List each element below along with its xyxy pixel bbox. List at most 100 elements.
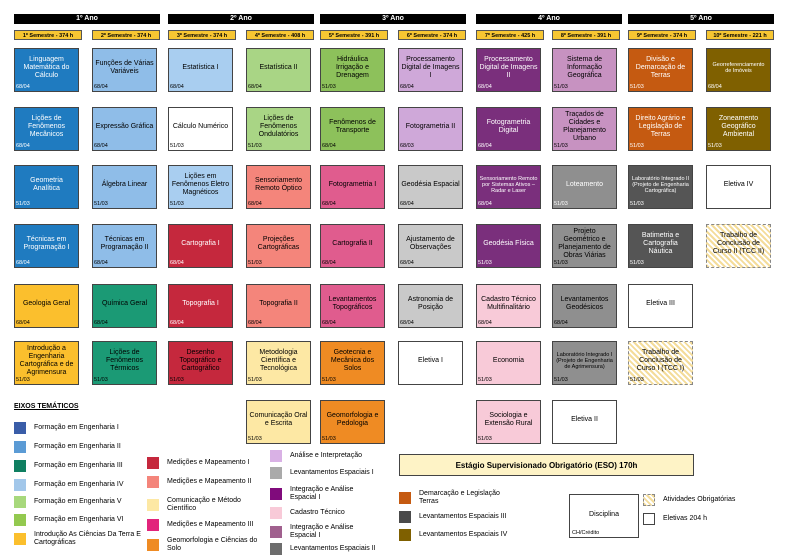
legend-swatch [14, 460, 26, 472]
legend-item-eng4: Formação em Engenharia IV [14, 479, 164, 491]
legend-label: Eletivas 204 h [663, 515, 707, 522]
course-name: Lições de Fenômenos Mecânicos [28, 114, 65, 138]
course-ch: 68/04 [94, 143, 108, 149]
course-name: Cartografia II [332, 239, 373, 247]
legend-item-lev4: Levantamentos Espaciais IV [399, 529, 529, 541]
course-name: Economia [492, 356, 525, 364]
legend-swatch [147, 476, 159, 488]
course-cell: Projeto Geométrico e Planejamento de Obr… [552, 224, 617, 268]
legend-label: Formação em Engenharia I [34, 424, 119, 431]
legend-item-med1: Medições e Mapeamento I [147, 457, 267, 469]
legend-label: Levantamentos Espaciais III [419, 513, 507, 520]
course-ch: 68/03 [400, 143, 414, 149]
legend-item-demarc: Demarcação e Legislação Terras [399, 490, 519, 506]
year-header-5: 5º Ano [628, 14, 774, 24]
course-ch: 51/03 [94, 377, 108, 383]
course-name: Topografia II [259, 299, 298, 307]
course-name: Técnicas em Programação I [23, 235, 70, 251]
course-ch: 51/03 [554, 377, 568, 383]
legend-label: Introdução As Ciências Da Terra E Cartog… [34, 531, 141, 546]
legend-swatch [147, 519, 159, 531]
legend-swatch [14, 479, 26, 491]
key-ch: CH/Crédito [572, 530, 600, 536]
legend-swatch [147, 499, 159, 511]
course-cell: Direito Agrário e Legislação de Terras 51… [628, 107, 693, 151]
semester-header-2: 2º Semestre - 374 h [92, 30, 160, 40]
semester-header-3: 3º Semestre - 374 h [168, 30, 236, 40]
legend-item-geomorf: Geomorfologia e Ciências do Solo [147, 537, 267, 553]
course-ch: 51/03 [630, 143, 644, 149]
course-ch: 51/03 [248, 143, 262, 149]
legend-item-med3: Medições e Mapeamento III [147, 519, 267, 531]
course-ch: 68/04 [322, 320, 336, 326]
legend-item-analise: Análise e Interpretação [270, 450, 395, 462]
course-name: Geotecnia e Mecânica dos Solos [330, 348, 375, 372]
course-name: Cartografia I [181, 239, 220, 247]
course-ch: 51/03 [554, 201, 568, 207]
legend-label: Demarcação e Legislação Terras [419, 490, 500, 505]
course-cell: Trabalho de Conclusão de Curso II (TCC I… [706, 224, 771, 268]
course-ch: 68/04 [478, 143, 492, 149]
course-name: Sociologia e Extensão Rural [484, 411, 533, 427]
course-cell: Lições de Fenômenos Mecânicos 68/04 [14, 107, 79, 151]
course-name: Processamento Digital de Imagens I [401, 55, 460, 79]
legend-label: Levantamentos Espaciais IV [419, 531, 508, 538]
key-disciplina: Disciplina [589, 511, 619, 518]
course-ch: 51/03 [16, 377, 30, 383]
course-name: Levantamentos Topográficos [328, 295, 377, 311]
legend-swatch [643, 513, 655, 525]
course-name: Direito Agrário e Legislação de Terras [635, 114, 686, 138]
legend-swatch [270, 543, 282, 555]
course-name: Levantamentos Geodésicos [560, 295, 609, 311]
course-ch: 68/04 [400, 260, 414, 266]
course-ch: 51/03 [248, 436, 262, 442]
course-ch: 68/04 [16, 143, 30, 149]
course-ch: 51/03 [170, 143, 184, 149]
course-cell: Levantamentos Topográficos 68/04 [320, 284, 385, 328]
course-ch: 51/03 [554, 84, 568, 90]
legend-swatch [270, 450, 282, 462]
course-ch: 51/03 [630, 377, 644, 383]
course-name: Estatística I [182, 63, 219, 71]
course-name: Lições de Fenômenos Térmicos [106, 348, 143, 372]
course-cell: Trabalho de Conclusão de Curso I (TCC I)… [628, 341, 693, 385]
course-ch: 68/04 [94, 260, 108, 266]
legend-swatch [643, 494, 655, 506]
course-ch: 68/04 [400, 201, 414, 207]
eso-banner: Estágio Supervisionado Obrigatório (ESO)… [399, 454, 694, 476]
course-name: Projeções Cartográficas [257, 235, 300, 251]
legend-item-intro: Introdução As Ciências Da Terra E Cartog… [14, 531, 144, 547]
legend-label: Geomorfologia e Ciências do Solo [167, 537, 258, 552]
course-cell: Estatística I 68/04 [168, 48, 233, 92]
course-ch: 51/03 [322, 436, 336, 442]
course-name: Química Geral [101, 299, 148, 307]
legend-label: Comunicação e Método Científico [167, 497, 241, 512]
course-ch: 68/04 [478, 320, 492, 326]
course-cell: Traçados de Cidades e Planejamento Urban… [552, 107, 617, 151]
course-name: Técnicas em Programação II [100, 235, 149, 251]
legend-swatch [14, 514, 26, 526]
course-ch: 68/04 [170, 84, 184, 90]
course-ch: 68/04 [478, 84, 492, 90]
course-name: Eletiva I [418, 356, 443, 364]
legend-label: Atividades Obrigatórias [663, 496, 736, 503]
